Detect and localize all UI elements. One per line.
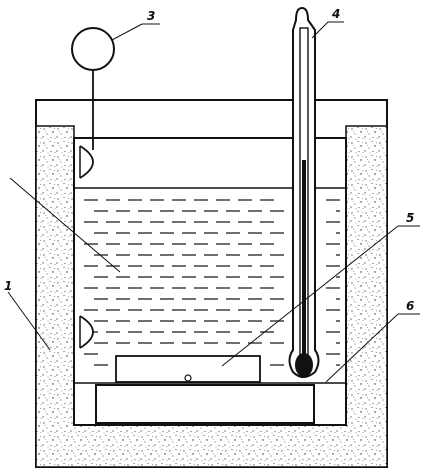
wall-bump-upper — [79, 145, 94, 179]
liquid-hatching — [84, 199, 340, 366]
label-4: 4 — [331, 7, 340, 21]
thermometer-column — [302, 160, 306, 356]
base-plate — [95, 384, 315, 424]
label-1: 1 — [4, 279, 12, 293]
leader-liquid — [9, 177, 121, 273]
sample-marker — [184, 374, 192, 382]
wall-bump-lower — [79, 315, 94, 349]
leader-4 — [311, 21, 329, 39]
label-3: 3 — [147, 9, 155, 23]
inner-vessel — [73, 137, 347, 426]
thermometer-bulb — [295, 353, 313, 377]
label-5: 5 — [406, 211, 414, 225]
leader-5 — [221, 225, 399, 367]
leader-3 — [111, 23, 143, 41]
leader-1 — [7, 291, 51, 351]
circle-dial-icon — [71, 27, 115, 71]
leader-6 — [325, 313, 399, 383]
label-6: 6 — [406, 299, 414, 313]
